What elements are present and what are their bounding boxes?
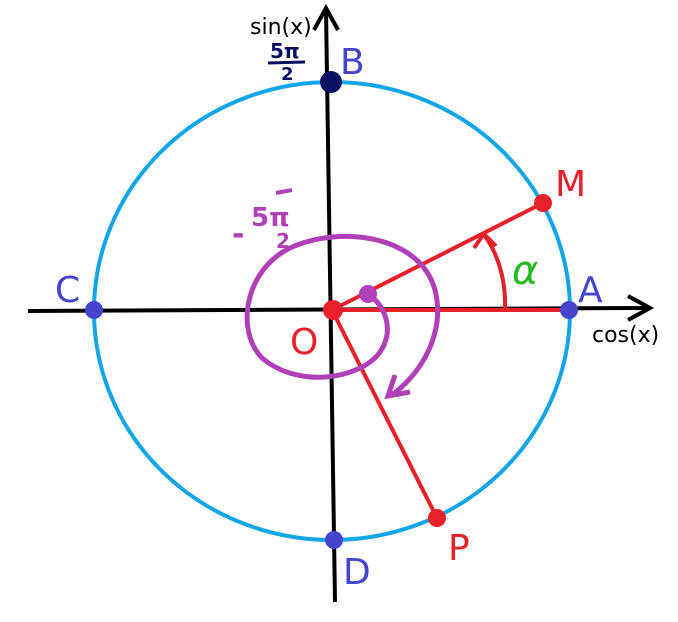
positive-angle-numerator: 5π (270, 39, 300, 63)
point-B-dot (320, 71, 342, 93)
spiral-start-dot (359, 285, 377, 303)
label-D: D (343, 552, 371, 593)
negative-angle-annotation: - 5π 2 (232, 188, 293, 253)
y-axis-label: sin(x) (250, 15, 312, 40)
positive-angle-fraction-bar (267, 60, 306, 65)
negative-angle-numerator: 5π (251, 203, 290, 233)
negative-angle-fraction-bar (275, 188, 293, 195)
angle-alpha-label: α (512, 248, 538, 294)
x-axis-arrow-icon (627, 294, 655, 322)
label-M: M (555, 164, 586, 205)
point-A-dot (560, 301, 578, 319)
positive-angle-denominator: 2 (281, 64, 294, 85)
point-C-dot (85, 301, 103, 319)
negative-angle-denominator: 2 (276, 229, 290, 253)
negative-rotation-spiral (244, 234, 441, 397)
segment-OP (330, 309, 439, 519)
label-A: A (578, 270, 603, 311)
point-P-dot (428, 509, 446, 527)
angle-arrow-icon (472, 230, 498, 250)
point-D-dot (325, 531, 343, 549)
label-P: P (448, 528, 470, 569)
spiral-arrow-icon (384, 374, 411, 400)
positive-angle-annotation: 5π 2 (267, 39, 306, 85)
angle-arc (483, 234, 508, 311)
x-axis-label: cos(x) (592, 323, 659, 348)
label-O: O (290, 322, 318, 363)
label-C: C (55, 270, 80, 311)
negative-angle-sign: - (232, 217, 244, 252)
y-axis-arrow-icon (312, 3, 340, 31)
label-B: B (340, 42, 365, 83)
point-O-dot (323, 300, 343, 320)
point-M-dot (534, 194, 552, 212)
